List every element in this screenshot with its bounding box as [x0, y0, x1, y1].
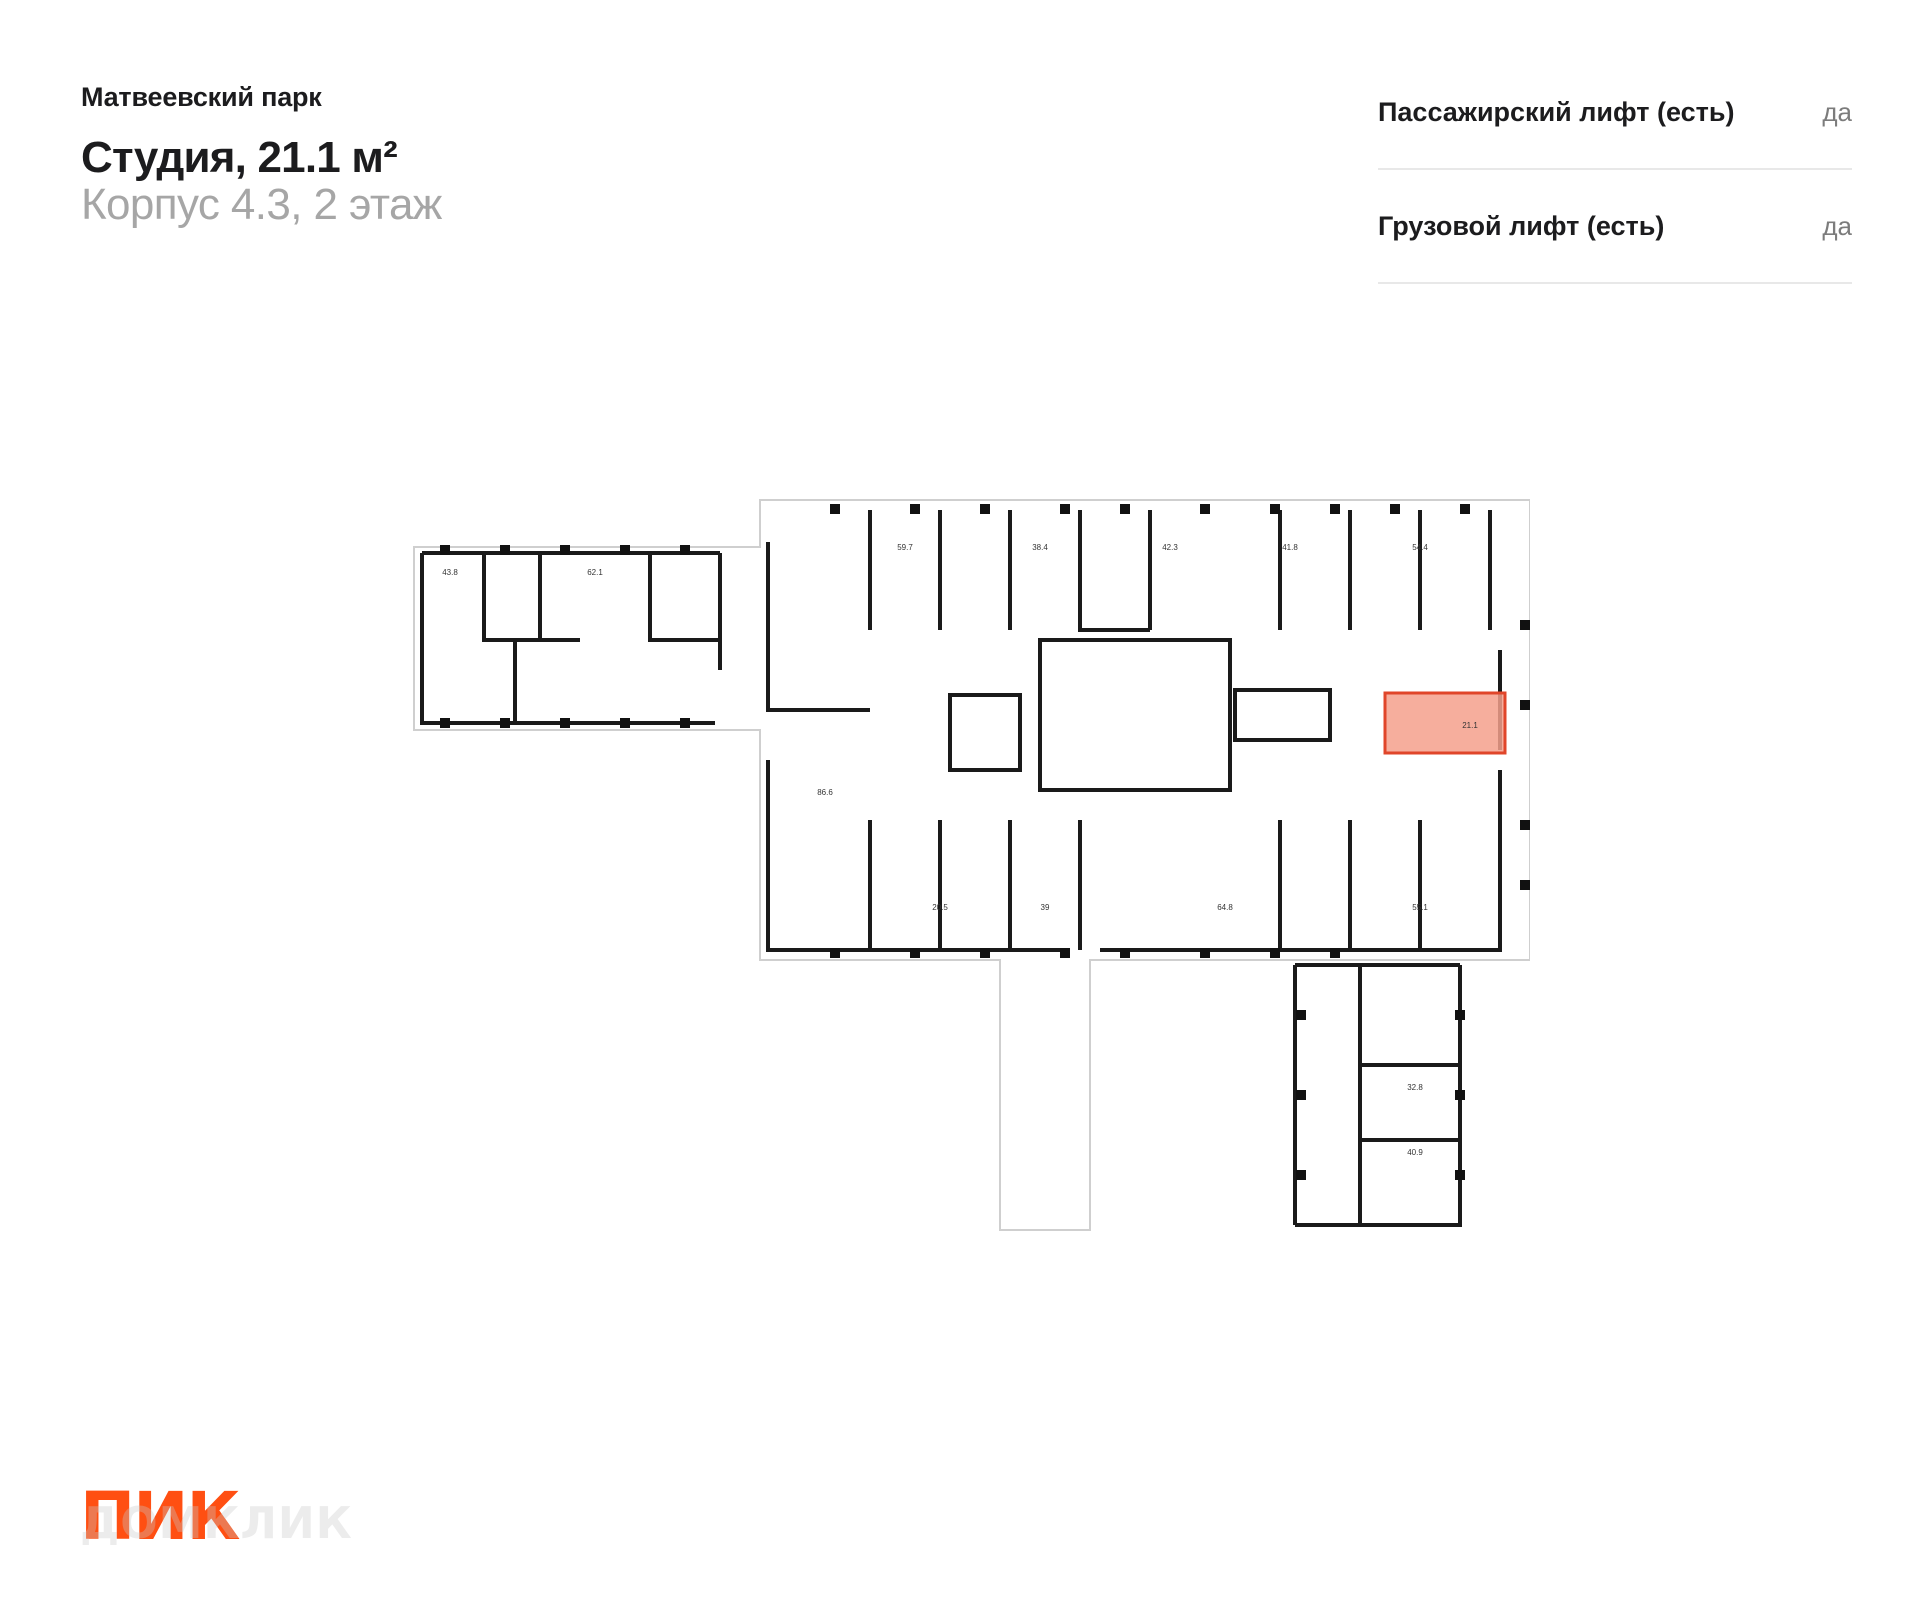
unit-subtitle: Корпус 4.3, 2 этаж: [81, 180, 442, 230]
complex-name: Матвеевский парк: [81, 82, 322, 112]
unit-title: Студия, 21.1 м²: [81, 133, 398, 182]
unit-label: 59.7: [897, 543, 913, 552]
unit-label: 43.8: [442, 568, 458, 577]
unit-label: 42.3: [1162, 543, 1178, 552]
brand: ПИК ДОМКЛИК: [80, 1478, 440, 1558]
highlighted-unit: [1383, 691, 1507, 755]
floor-plan-drawing: 43.8 62.1 59.7 38.4 42.3 41.8 54.4 21.1 …: [413, 499, 1530, 1231]
unit-label: 21.1: [1462, 721, 1478, 730]
unit-label: 41.8: [1282, 543, 1298, 552]
unit-label: 54.4: [1412, 543, 1428, 552]
unit-label: 38.4: [1032, 543, 1048, 552]
features-list: Пассажирский лифт (есть) да Грузовой лиф…: [1378, 78, 1852, 284]
unit-label: 40.9: [1407, 1148, 1423, 1157]
feature-label: Пассажирский лифт (есть): [1378, 96, 1735, 127]
domclick-watermark: ДОМКЛИК: [80, 1498, 353, 1549]
unit-label: 64.8: [1217, 903, 1233, 912]
unit-label: 39: [1041, 903, 1050, 912]
feature-value: да: [1822, 210, 1852, 241]
unit-label: 20.5: [932, 903, 948, 912]
feature-label: Грузовой лифт (есть): [1378, 210, 1665, 241]
header-left: Матвеевский парк Студия, 21.1 м² Корпус …: [81, 82, 442, 230]
pik-logo: ПИК: [80, 1478, 240, 1555]
feature-row-freight-lift: Грузовой лифт (есть) да: [1378, 192, 1852, 284]
feature-value: да: [1822, 96, 1852, 127]
unit-label: 86.6: [817, 788, 833, 797]
floor-plan: 43.8 62.1 59.7 38.4 42.3 41.8 54.4 21.1 …: [400, 490, 1530, 1270]
feature-row-passenger-lift: Пассажирский лифт (есть) да: [1378, 78, 1852, 170]
unit-label: 32.8: [1407, 1083, 1423, 1092]
unit-label: 62.1: [587, 568, 603, 577]
unit-label: 55.1: [1412, 903, 1428, 912]
